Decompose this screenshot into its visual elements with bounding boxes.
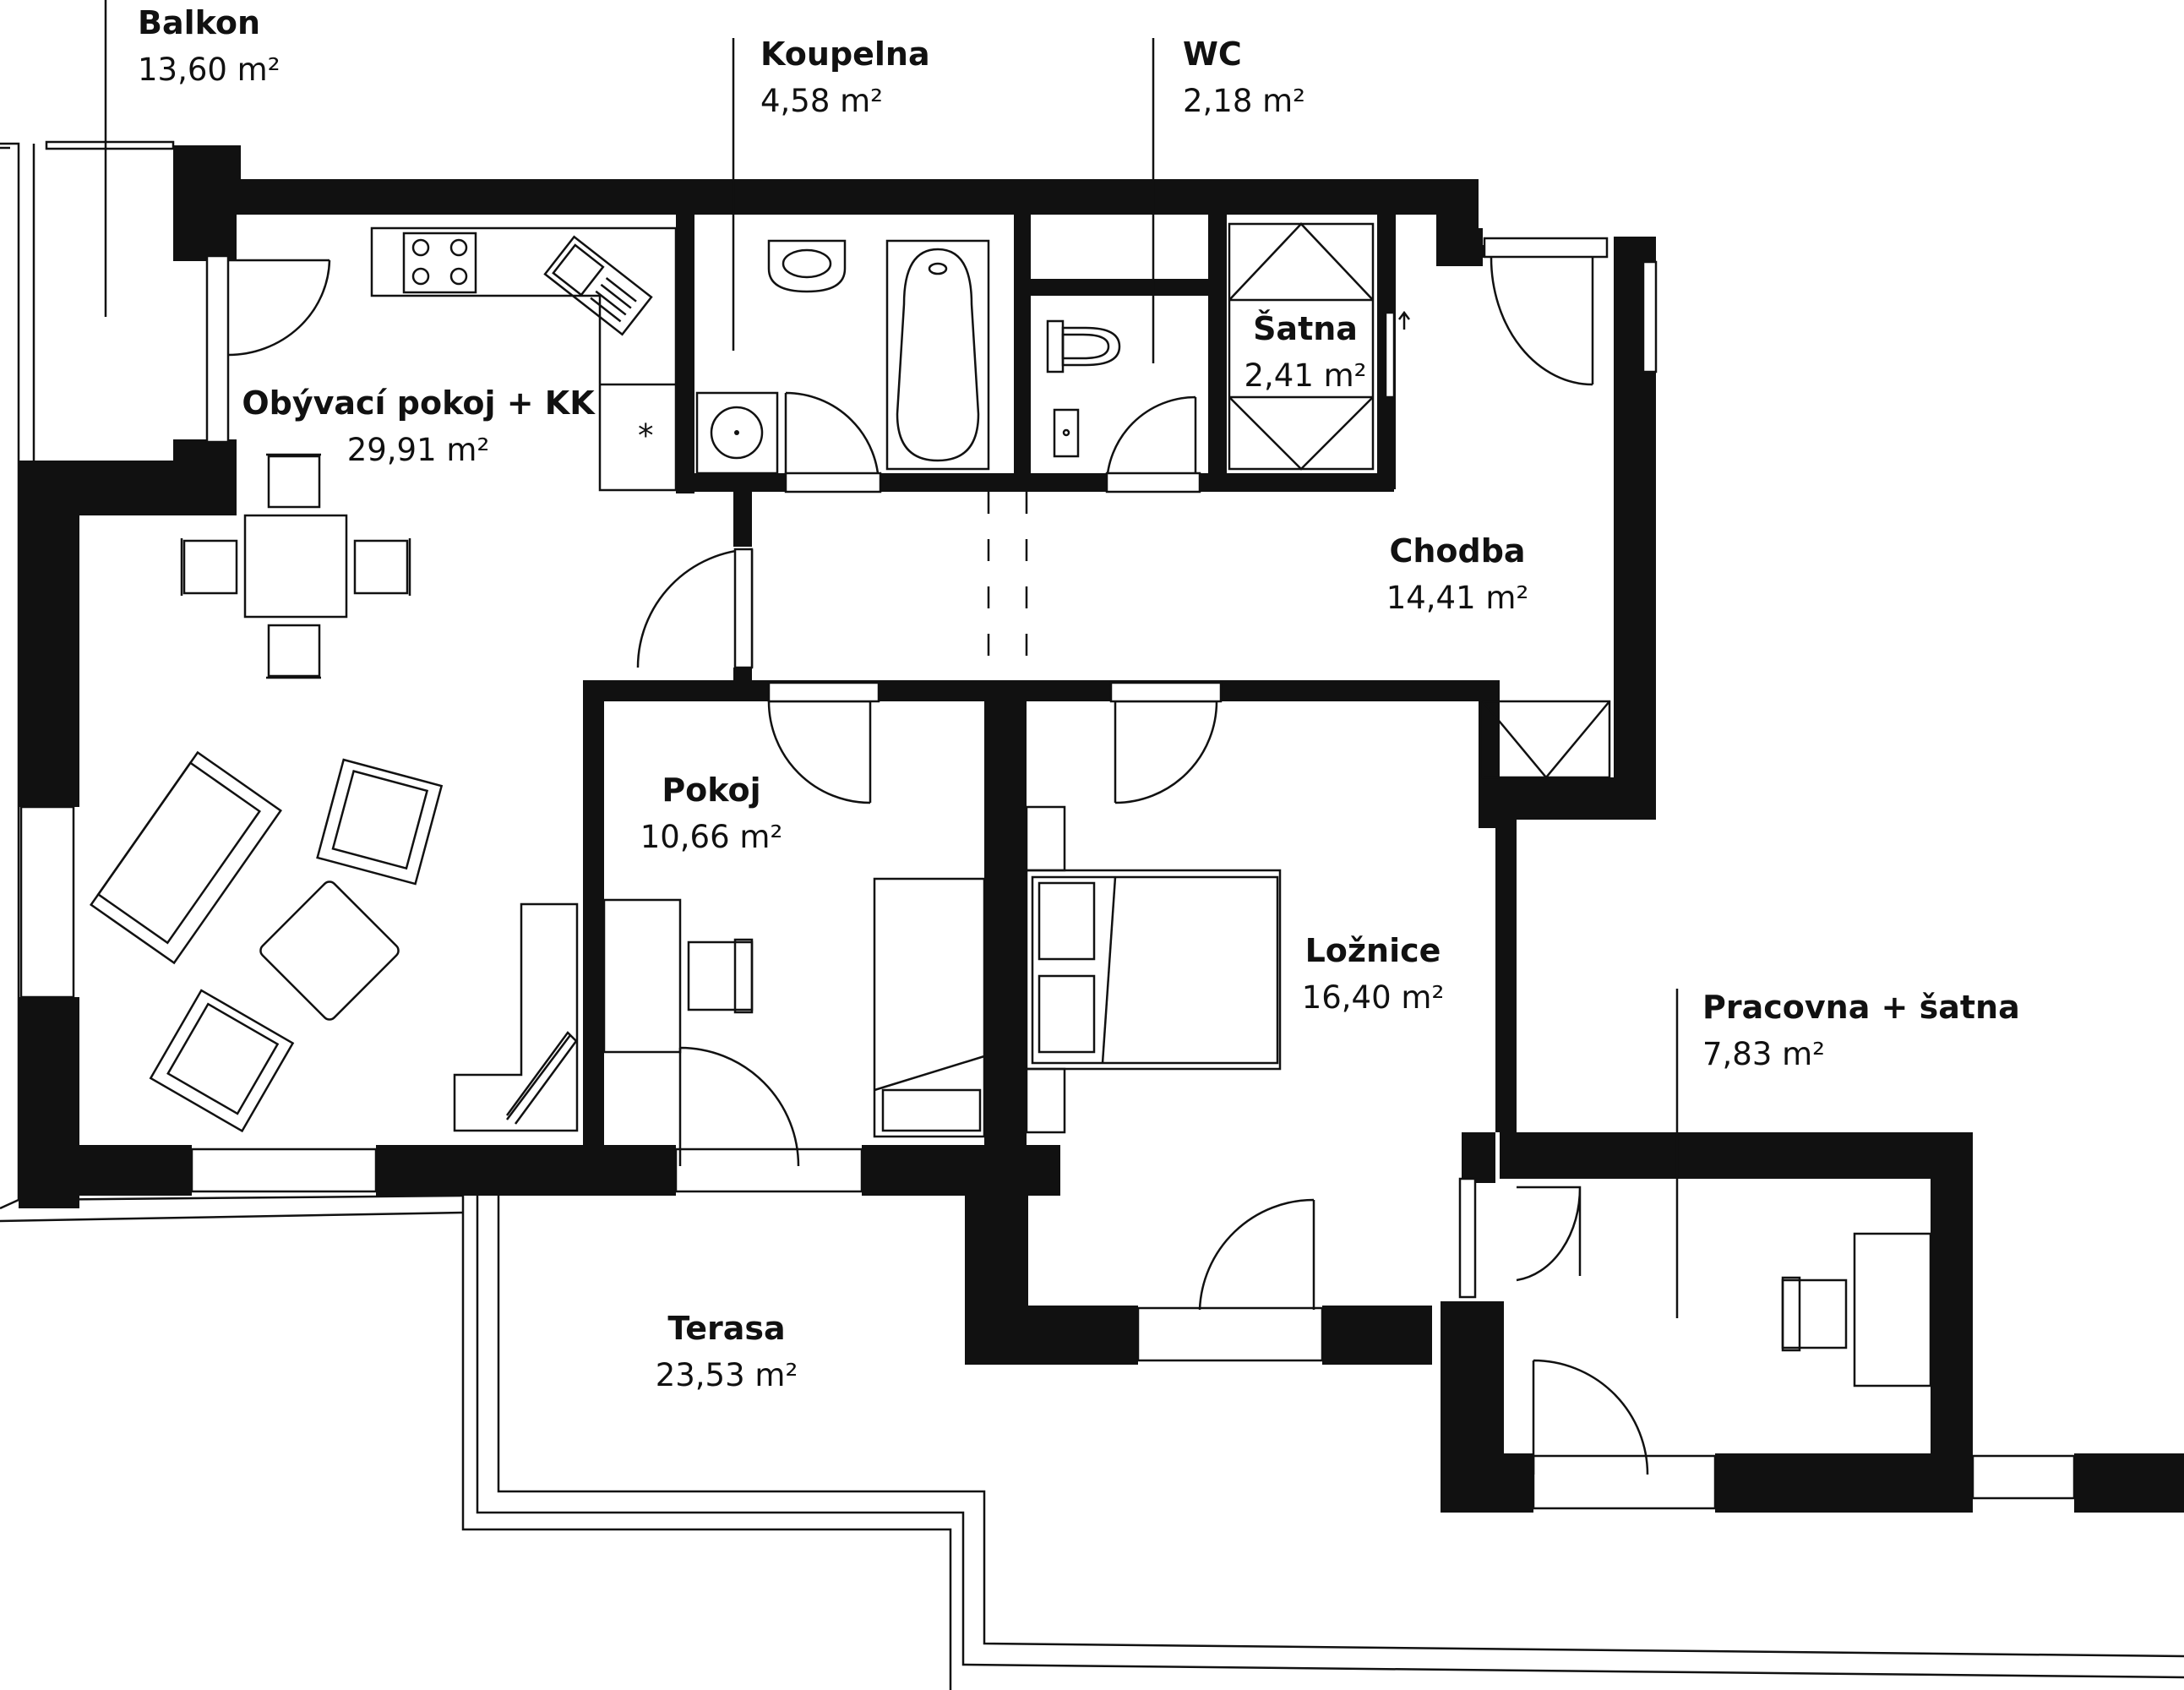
room-area: 14,41 m² [1386,580,1529,616]
windows [19,237,2076,1510]
cooktop-icon [402,232,477,294]
wardrobe-icon [1228,222,1375,471]
double-bed-icon [1025,805,1282,1134]
room-label-chodba: Chodba 14,41 m² [1386,532,1529,616]
bed-icon [873,877,986,1138]
room-label-loznice: Ložnice 16,40 m² [1302,932,1445,1016]
room-name: Koupelna [760,35,930,73]
room-area: 4,58 m² [760,83,883,119]
room-area: 13,60 m² [138,52,280,88]
room-name: Terasa [667,1310,785,1347]
sink-icon [543,235,653,336]
room-name: Pokoj [662,771,760,809]
room-name: Šatna [1253,310,1358,347]
corner-desk-icon [453,902,579,1132]
room-label-wc: WC 2,18 m² [1183,35,1305,119]
room-label-terasa: Terasa 23,53 m² [656,1310,798,1393]
coffee-table-icon [259,880,400,1021]
room-label-koupelna: Koupelna 4,58 m² [760,35,930,119]
bathtub-icon [885,239,990,471]
fridge-icon: * [638,417,654,454]
office-desk-icon [1781,1232,1932,1387]
walls [19,145,2184,1513]
doors [227,257,1649,1475]
room-name: Ložnice [1305,932,1441,969]
sofa-icon [90,750,282,965]
dining-table [180,453,411,679]
washing-machine-icon [695,391,779,475]
room-area: 29,91 m² [347,432,490,468]
balcony-outline [0,140,175,1210]
terrace-outline [0,1194,2184,1690]
room-label-obyvaci: Obývací pokoj + KK 29,91 m² [242,384,596,468]
kitchen-counter [370,226,678,492]
passage-dashes [987,492,1028,680]
room-name: WC [1183,35,1242,73]
room-label-pokoj: Pokoj 10,66 m² [640,771,783,855]
room-area: 16,40 m² [1302,979,1445,1016]
desk-chair-icon [687,938,754,1014]
room-name: Pracovna + šatna [1702,989,2020,1026]
armchair-icon [149,989,295,1133]
room-area: 23,53 m² [656,1357,798,1393]
room-area: 10,66 m² [640,819,783,855]
washbasin-icon [767,239,847,293]
room-label-pracovna: Pracovna + šatna 7,83 m² [1702,989,2020,1072]
room-name: Balkon [138,4,260,41]
armchair-icon [316,758,444,886]
wc-basin-icon [1053,408,1080,458]
leader-lines [104,0,1679,1318]
room-area: 2,41 m² [1244,357,1366,394]
room-name: Chodba [1389,532,1525,570]
room-label-balkon: Balkon 13,60 m² [138,4,280,88]
toilet-icon [1046,319,1121,373]
room-area: 7,83 m² [1702,1036,1825,1072]
desk-icon [602,898,682,1054]
room-area: 2,18 m² [1183,83,1305,119]
corridor-window-strip [1642,260,1658,373]
corridor-cabinet-icon [1481,700,1611,779]
room-label-satna: Šatna 2,41 m² [1244,310,1366,394]
room-name: Obývací pokoj + KK [242,384,596,422]
